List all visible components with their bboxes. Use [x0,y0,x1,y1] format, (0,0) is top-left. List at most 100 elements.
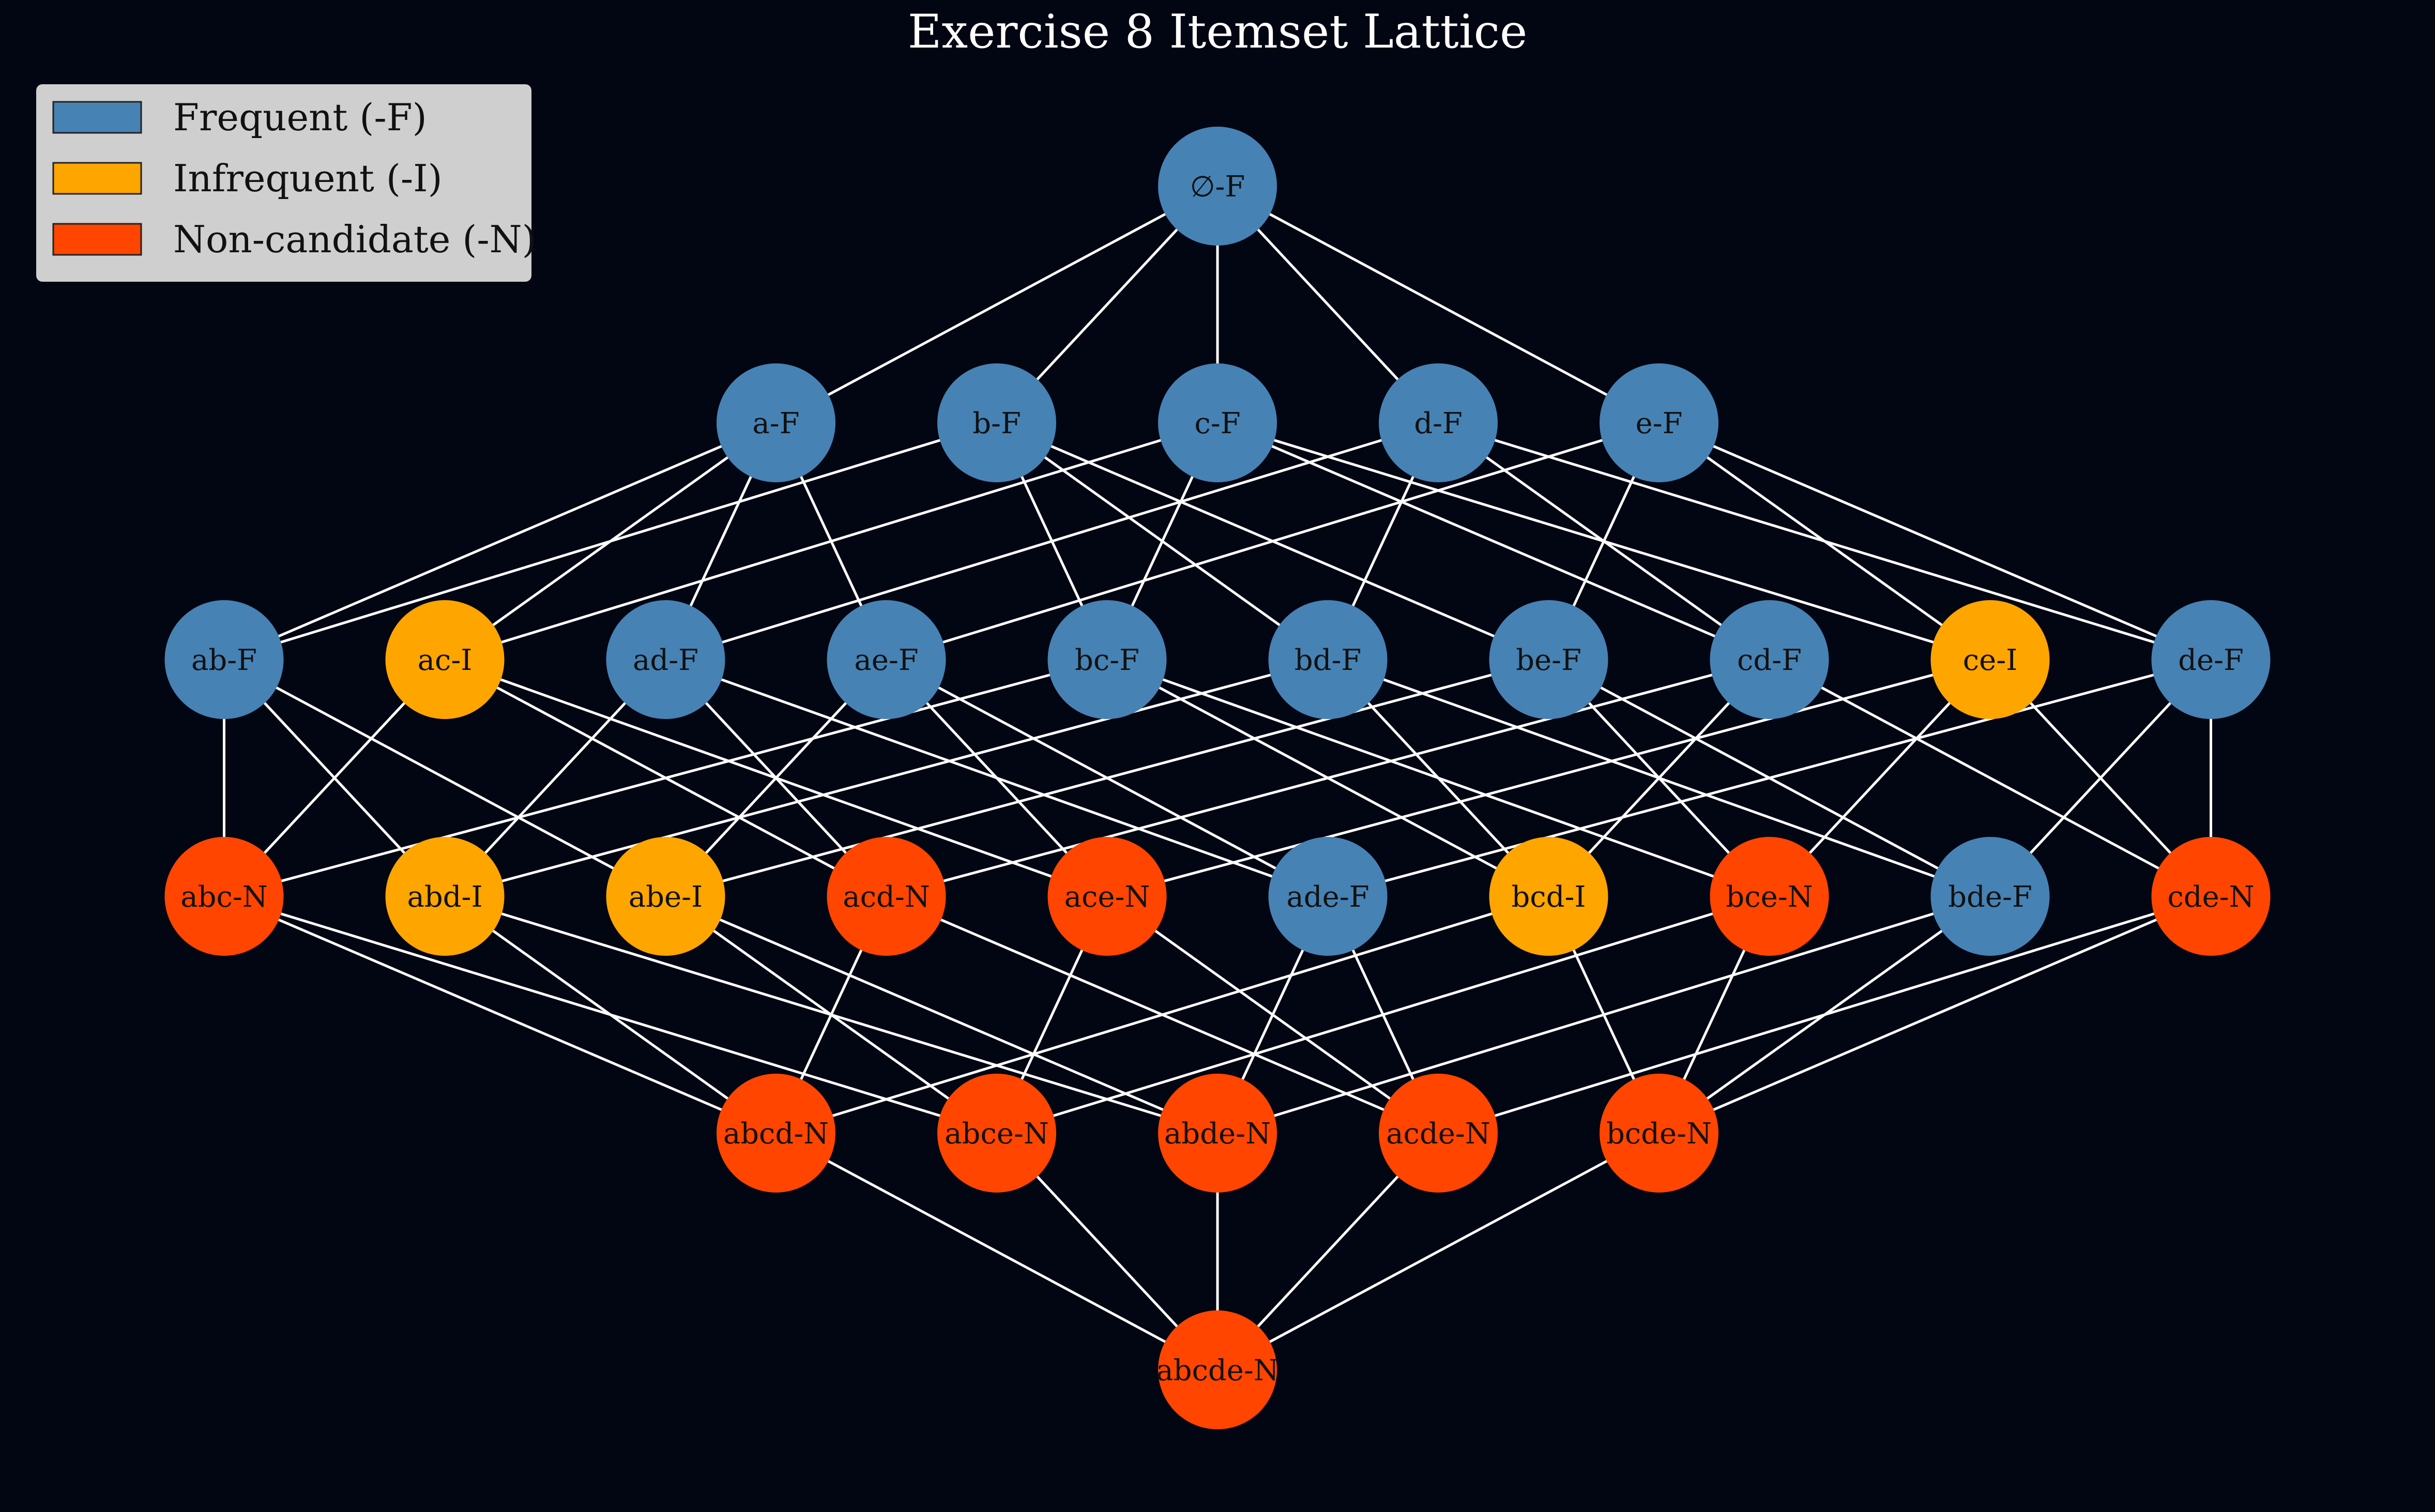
edge-e-de [1658,421,2212,661]
node-label-abcd: abcd-N [723,1117,829,1151]
node-abd: abd-I [385,837,505,956]
node-circle-ace [1047,837,1167,956]
node-label-abd: abd-I [407,880,482,914]
node-circle-bce [1710,837,1829,956]
node-label-ace: ace-N [1064,880,1150,914]
legend-box [36,84,531,282]
node-label-abcde: abcde-N [1156,1354,1279,1387]
node-de: de-F [2151,600,2271,719]
node-label-bc: bc-F [1075,644,1139,677]
node-ade: ade-F [1268,837,1388,956]
node-ce: ce-I [1930,600,2050,719]
edge-empty-a [775,185,1219,424]
node-circle-cde [2151,837,2271,956]
node-label-ac: ac-I [418,644,473,677]
node-bde: bde-F [1930,837,2050,956]
edge-e-ce [1658,421,1991,661]
node-ace: ace-N [1047,837,1167,956]
node-label-abe: abe-I [629,880,703,914]
node-circle-empty [1158,127,1277,246]
node-abcde: abcde-N [1156,1310,1279,1429]
node-circle-acde [1379,1074,1498,1193]
edge-cd-acd [886,658,1770,898]
node-label-b: b-F [972,407,1021,440]
edge-c-ac [444,421,1218,661]
node-label-bcde: bcde-N [1606,1117,1712,1151]
legend-swatch-frequent [52,101,142,134]
edge-a-ab [223,421,777,661]
node-circle-ab [164,600,284,719]
node-circle-bd [1268,600,1388,719]
node-circle-abe [606,837,725,956]
node-b: b-F [937,363,1056,482]
diagram-title: Exercise 8 Itemset Lattice [908,5,1528,59]
node-ac: ac-I [385,600,505,719]
node-acd: acd-N [827,837,946,956]
edge-bcde-abcde [1216,1132,1660,1371]
edge-be-abe [665,658,1549,898]
node-circle-b [937,363,1056,482]
edge-ce-ace [1106,658,1991,898]
node-abe: abe-I [606,837,725,956]
node-circle-ad [606,600,725,719]
node-label-bce: bce-N [1726,880,1813,914]
node-label-empty: ∅-F [1190,170,1245,204]
edge-bd-abd [444,658,1329,898]
node-label-d: d-F [1414,407,1463,440]
edge-d-ad [665,421,1439,661]
node-bd: bd-F [1268,600,1388,719]
edge-cde-acde [1438,895,2212,1135]
node-circle-e [1600,363,1718,482]
node-bcd: bcd-I [1489,837,1608,956]
edge-b-ab [223,421,997,661]
node-label-bd: bd-F [1295,644,1361,677]
node-circle-abcde [1158,1310,1277,1429]
edge-de-ade [1327,658,2212,898]
node-label-be: be-F [1516,644,1581,677]
node-abc: abc-N [164,837,284,956]
edge-bde-abde [1217,895,1991,1135]
node-abde: abde-N [1158,1074,1277,1193]
node-a: a-F [717,363,835,482]
node-label-e: e-F [1636,407,1683,440]
node-label-abce: abce-N [945,1117,1049,1151]
node-circle-ade [1268,837,1388,956]
node-cd: cd-F [1710,600,1829,719]
node-circle-bcd [1489,837,1608,956]
node-acde: acde-N [1379,1074,1498,1193]
node-label-ad: ad-F [633,644,698,677]
node-circle-ce [1930,600,2050,719]
node-circle-ae [827,600,946,719]
node-label-ce: ce-I [1963,644,2018,677]
legend-label-infrequent: Infrequent (-I) [173,157,443,200]
node-label-acde: acde-N [1386,1117,1490,1151]
legend-swatch-infrequent [52,162,142,195]
node-label-abc: abc-N [180,880,268,914]
node-label-ade: ade-F [1286,880,1369,914]
legend-label-non-candidate: Non-candidate (-N) [173,218,537,261]
edge-e-ae [886,421,1660,661]
node-label-bcd: bcd-I [1511,880,1586,914]
node-circle-cd [1710,600,1829,719]
node-label-acd: acd-N [843,880,930,914]
node-circle-bc [1047,600,1167,719]
node-circle-bde [1930,837,2050,956]
node-abcd: abcd-N [717,1074,835,1193]
node-c: c-F [1158,363,1277,482]
node-circle-abde [1158,1074,1277,1193]
edge-bcd-abcd [775,895,1549,1135]
node-abce: abce-N [937,1074,1056,1193]
node-ad: ad-F [606,600,725,719]
legend: Frequent (-F) Infrequent (-I) Non-candid… [36,84,537,282]
node-circle-abce [937,1074,1056,1193]
edge-abd-abcd [444,895,777,1135]
node-d: d-F [1379,363,1498,482]
node-empty: ∅-F [1158,127,1277,246]
node-be: be-F [1489,600,1608,719]
node-circle-c [1158,363,1277,482]
node-circle-be [1489,600,1608,719]
node-label-c: c-F [1194,407,1240,440]
edge-abcd-abcde [775,1132,1219,1371]
node-label-de: de-F [2178,644,2244,677]
node-label-ae: ae-F [854,644,918,677]
